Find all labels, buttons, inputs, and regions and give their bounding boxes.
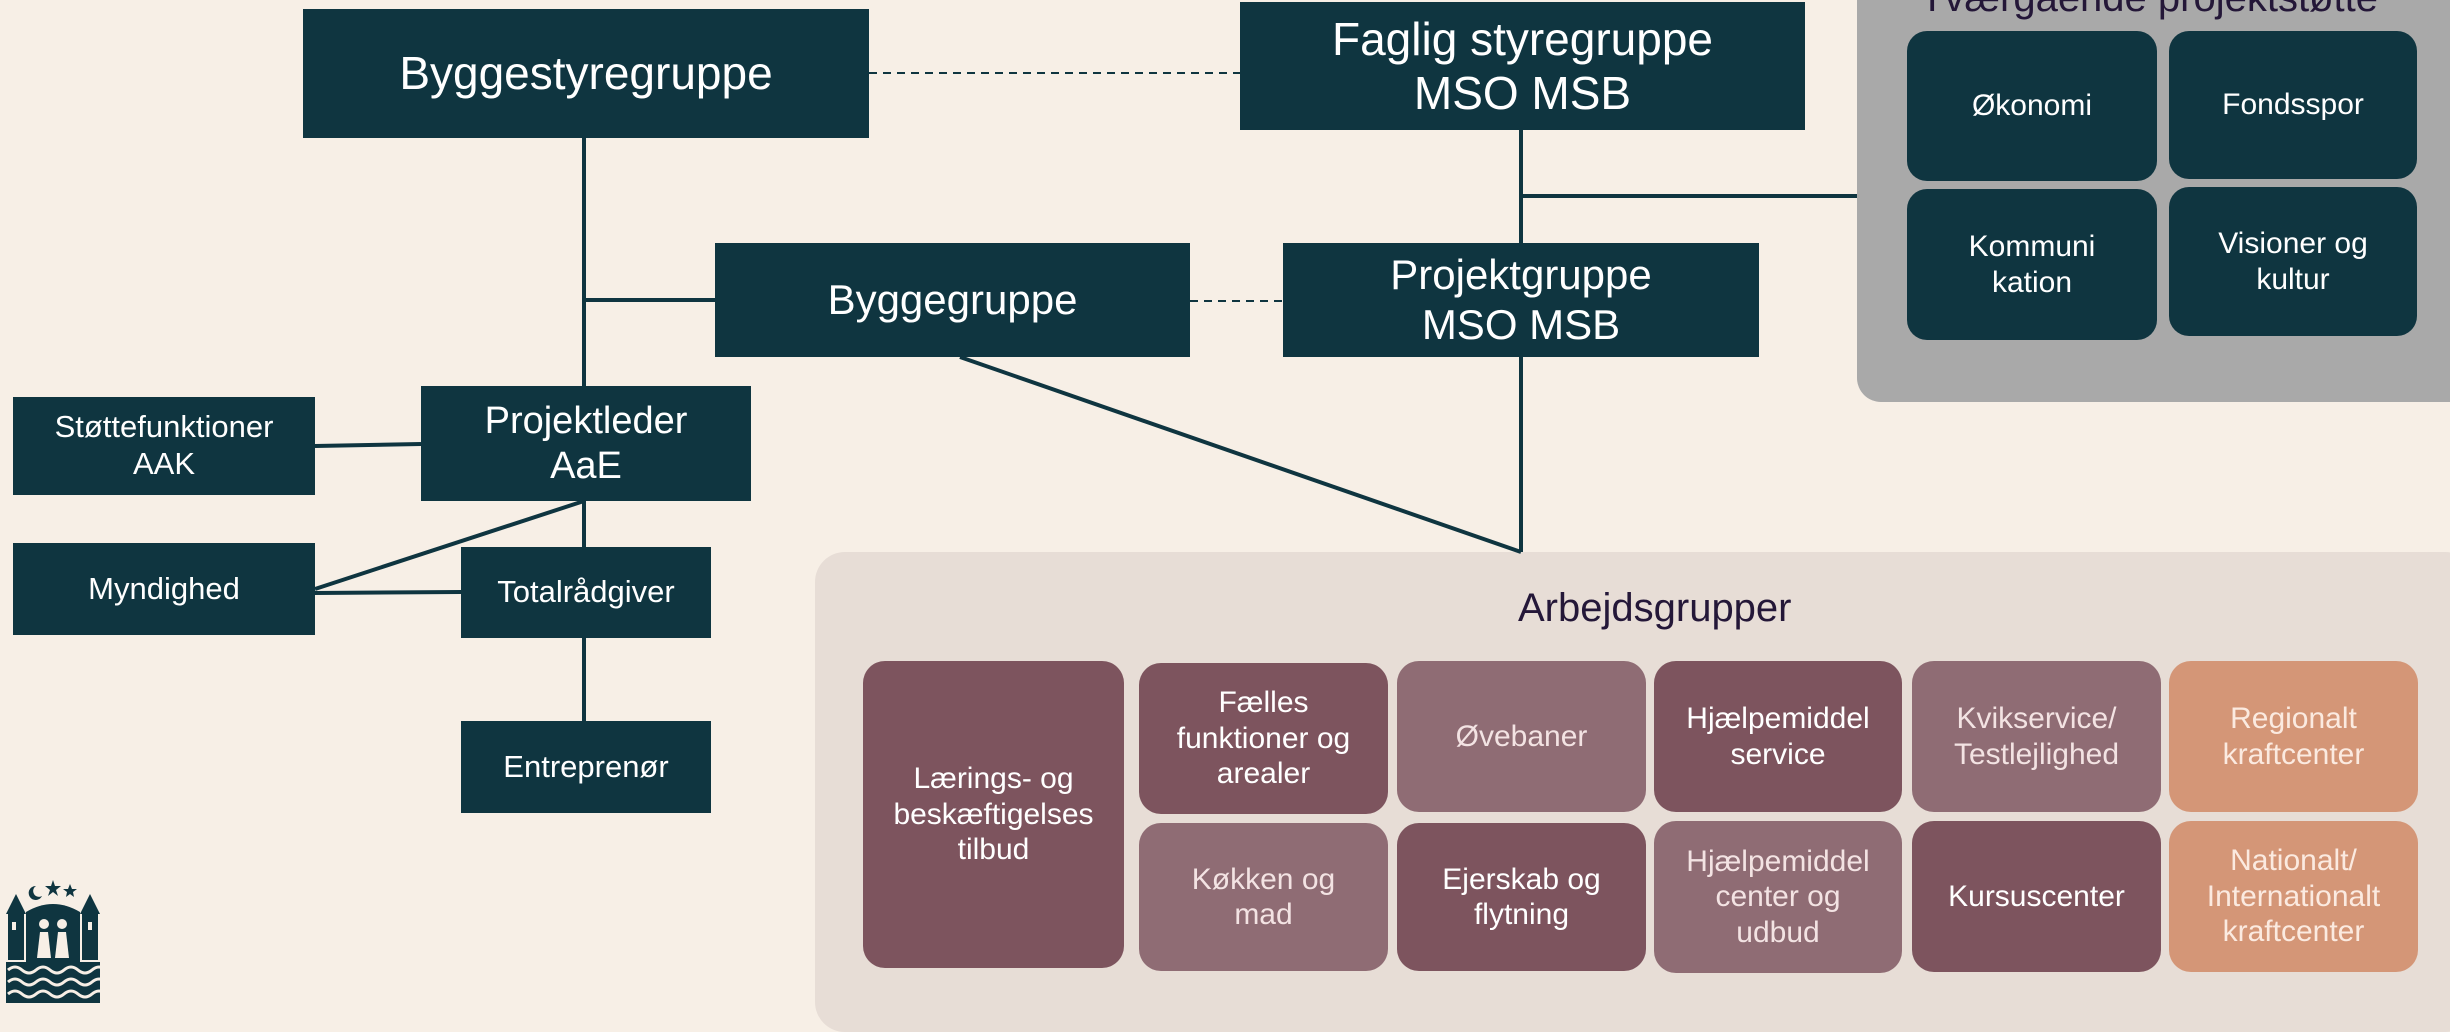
byggestyregruppe-label: Byggestyregruppe [399, 47, 773, 100]
fondsspor-tile: Fondsspor [2169, 31, 2417, 179]
visioner-label-cont: kultur [2256, 262, 2330, 296]
stottefunktioner-label: Støttefunktioner [54, 409, 274, 445]
laerings-label-cont: beskæftigelses [893, 797, 1094, 831]
city-coat-of-arms-icon [6, 880, 102, 1003]
myndighed-label: Myndighed [88, 570, 240, 606]
ovebaner-label: Øvebaner [1455, 719, 1588, 753]
myndighed-box: Myndighed [13, 543, 315, 635]
nationalt-tile: Nationalt/ Internationalt kraftcenter [2169, 821, 2418, 972]
laerings-tile: Lærings- og beskæftigelses tilbud [863, 661, 1124, 968]
projektleder-label: Projektleder [484, 399, 688, 442]
faelles-label-cont: funktioner og [1176, 721, 1351, 755]
laerings-label: Lærings- og [913, 762, 1074, 796]
kursuscenter-label: Kursuscenter [1948, 879, 2125, 913]
projektleder-box: Projektleder AaE [421, 386, 751, 501]
hjaelpemiddel-center-label-cont: center og [1715, 880, 1841, 914]
faelles-tile: Fælles funktioner og arealer [1139, 663, 1388, 814]
stottefunktioner-sublabel: AAK [132, 446, 196, 481]
byggegruppe-box: Byggegruppe [715, 243, 1190, 357]
projektgruppe-sublabel: MSO MSB [1421, 301, 1621, 348]
hjaelpemiddel-center-label: Hjælpemiddel [1686, 844, 1870, 878]
hjaelpemiddel-center-label-end: udbud [1736, 915, 1820, 949]
regionalt-label-cont: kraftcenter [2222, 737, 2365, 771]
entreprenor-label: Entreprenør [503, 748, 669, 784]
ejerskab-label-cont: flytning [1473, 898, 1570, 931]
kommunikation-label-cont: kation [1991, 265, 2073, 299]
okonomi-tile: Økonomi [1907, 31, 2157, 181]
hjaelpemiddel-service-label-cont: service [1730, 737, 1826, 771]
kokken-tile: Køkken og mad [1139, 823, 1388, 971]
kokken-label: Køkken og [1191, 862, 1336, 896]
okonomi-label: Økonomi [1971, 89, 2093, 123]
work-groups-title: Arbejdsgrupper [1518, 586, 1792, 630]
totalradgiver-box: Totalrådgiver [461, 547, 711, 638]
faglig-styregruppe-label: Faglig styregruppe [1332, 12, 1713, 65]
ovebaner-tile: Øvebaner [1397, 661, 1646, 812]
kommunikation-tile: Kommuni kation [1907, 189, 2157, 340]
byggegruppe-label: Byggegruppe [827, 276, 1078, 324]
stottefunktioner-box: Støttefunktioner AAK [13, 397, 315, 495]
nationalt-label-cont: Internationalt [2206, 879, 2381, 913]
byggestyregruppe-box: Byggestyregruppe [303, 9, 869, 138]
visioner-label: Visioner og [2218, 227, 2368, 261]
projektgruppe-box: Projektgruppe MSO MSB [1283, 243, 1759, 357]
ejerskab-tile: Ejerskab og flytning [1397, 823, 1646, 971]
hjaelpemiddel-service-label: Hjælpemiddel [1686, 702, 1870, 736]
hjaelpemiddel-service-tile: Hjælpemiddel service [1654, 661, 1902, 812]
projektgruppe-label: Projektgruppe [1390, 251, 1652, 299]
kvikservice-label-cont: Testlejlighed [1953, 737, 2120, 771]
projektleder-sublabel: AaE [550, 444, 622, 487]
faelles-label-end: arealer [1216, 757, 1311, 791]
visioner-tile: Visioner og kultur [2169, 187, 2417, 336]
kvikservice-tile: Kvikservice/ Testlejlighed [1912, 661, 2161, 812]
connector-lines [314, 72, 1857, 721]
entreprenor-box: Entreprenør [461, 721, 711, 813]
kokken-label-cont: mad [1234, 898, 1293, 931]
faglig-styregruppe-box: Faglig styregruppe MSO MSB [1240, 2, 1805, 130]
faglig-styregruppe-sublabel: MSO MSB [1413, 67, 1632, 119]
regionalt-tile: Regionalt kraftcenter [2169, 661, 2418, 812]
totalradgiver-label: Totalrådgiver [497, 574, 675, 610]
kvikservice-label: Kvikservice/ [1956, 702, 2117, 736]
kursuscenter-tile: Kursuscenter [1912, 821, 2161, 972]
faelles-label: Fælles [1218, 686, 1309, 720]
fondsspor-label: Fondsspor [2222, 88, 2364, 122]
hjaelpemiddel-center-tile: Hjælpemiddel center og udbud [1654, 821, 1902, 973]
nationalt-label: Nationalt/ [2230, 844, 2357, 878]
kommunikation-label: Kommuni [1968, 230, 2096, 264]
laerings-label-end: tilbud [957, 833, 1030, 867]
ejerskab-label: Ejerskab og [1442, 862, 1601, 896]
nationalt-label-end: kraftcenter [2222, 915, 2365, 949]
support-panel-title: Tværgående projektstøtte [1920, 0, 2378, 21]
regionalt-label: Regionalt [2230, 702, 2357, 736]
